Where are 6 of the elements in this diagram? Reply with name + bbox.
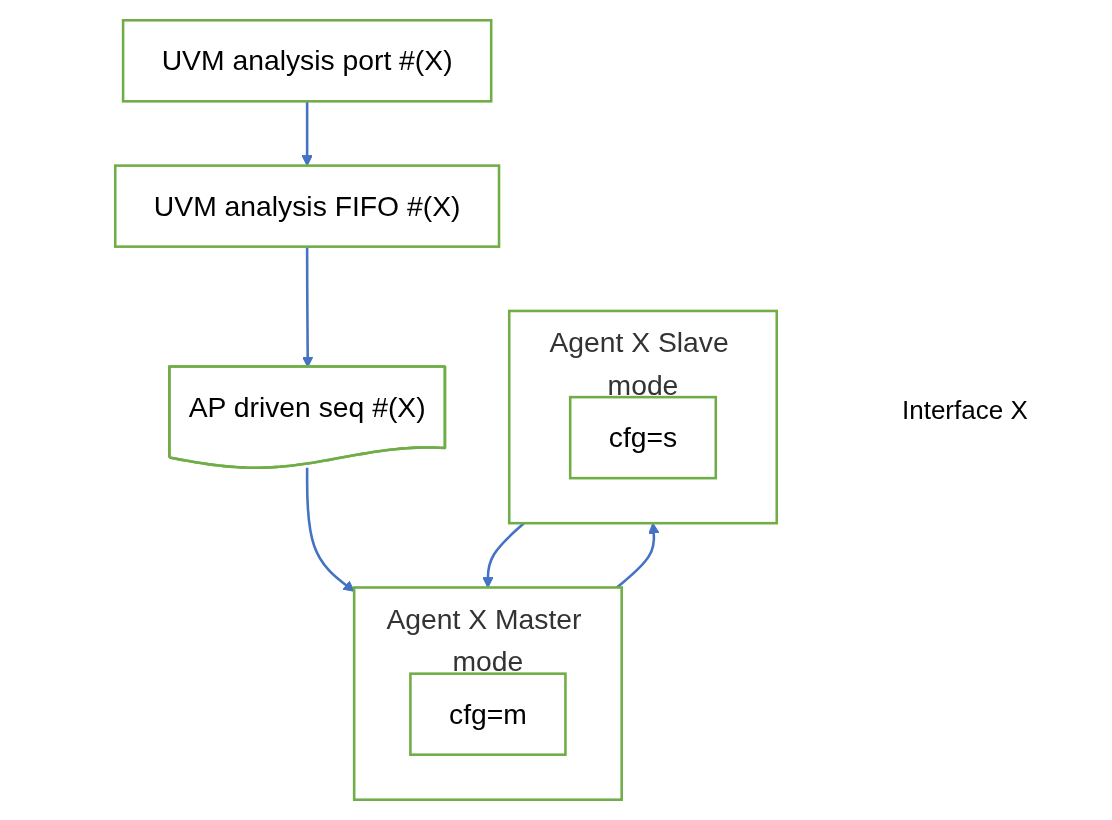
node-box: UVM analysis port #(X) bbox=[121, 19, 493, 103]
node-box: cfg=s bbox=[568, 395, 718, 480]
node-box: UVM analysis FIFO #(X) bbox=[113, 164, 501, 248]
node-box: cfg=m bbox=[409, 672, 567, 756]
arrow bbox=[305, 467, 355, 592]
interface-label: Interface X bbox=[902, 394, 1028, 426]
